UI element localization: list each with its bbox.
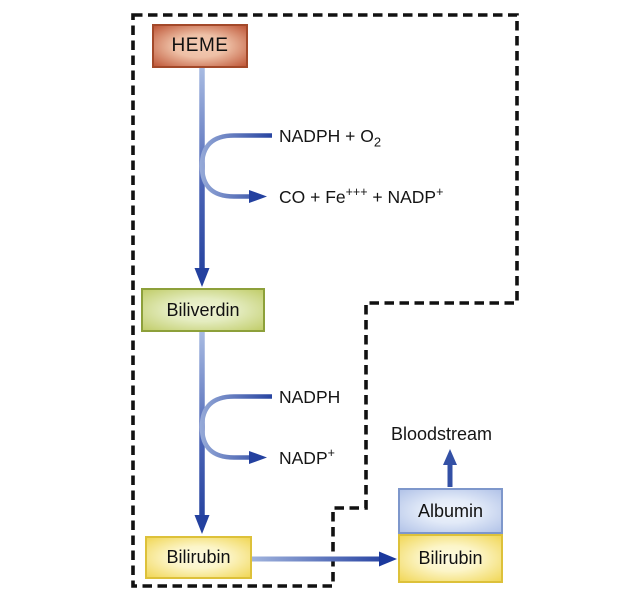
node-bilirubin-free-label: Bilirubin — [166, 547, 231, 567]
reaction2-products-label: NADP+ — [279, 446, 335, 468]
node-heme-label: HEME — [171, 35, 229, 56]
node-albumin: Albumin — [398, 488, 503, 534]
reaction1-substrates-label: NADPH + O2 — [279, 126, 382, 150]
node-albumin-label: Albumin — [417, 500, 484, 521]
bilirubin-to-albumin-complex-arrow — [252, 551, 397, 567]
biliverdin-reductase-cofactor-loop — [199, 394, 272, 464]
node-heme: HEME — [152, 24, 248, 68]
albumin-to-bloodstream-arrow — [443, 449, 457, 487]
node-bilirubin-free: Bilirubin — [145, 536, 252, 579]
cell-boundary-dashed — [131, 13, 519, 588]
node-biliverdin: Biliverdin — [141, 288, 265, 332]
heme-oxygenase-cofactor-loop — [199, 133, 272, 203]
node-biliverdin-label: Biliverdin — [166, 299, 240, 320]
reaction1-products-label: CO + Fe+++ + NADP+ — [279, 185, 444, 207]
node-bilirubin-bound-label: Bilirubin — [418, 548, 483, 568]
node-bilirubin-bound: Bilirubin — [398, 534, 503, 583]
reaction2-substrates-label: NADPH — [279, 387, 341, 407]
bloodstream-label: Bloodstream — [391, 424, 493, 444]
